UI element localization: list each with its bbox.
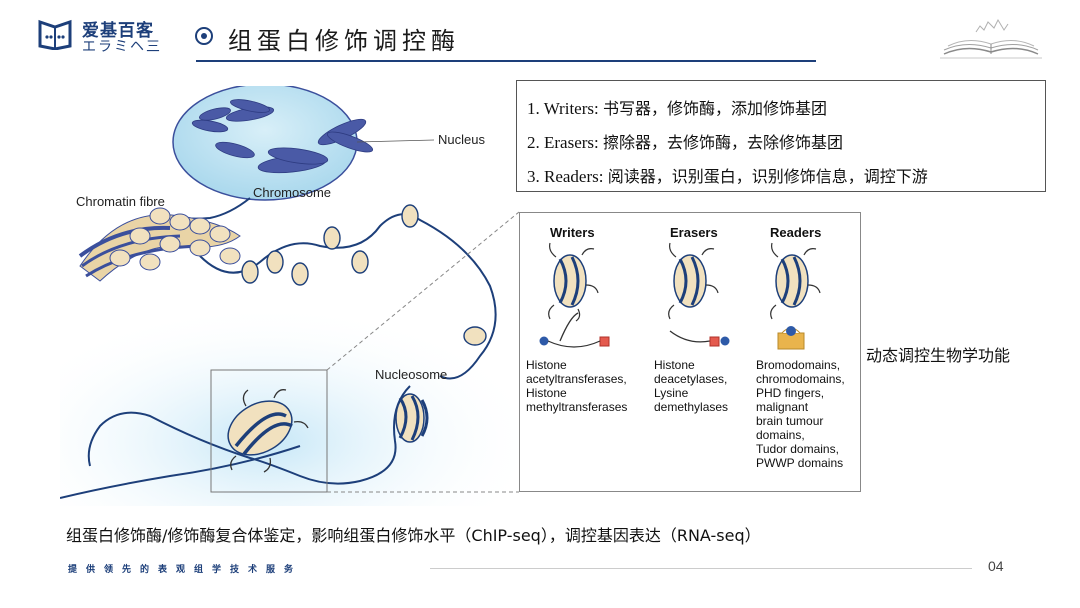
- logo-subtext: エラミヘ三: [82, 39, 162, 55]
- chromatin-fibre-label: Chromatin fibre: [76, 194, 165, 209]
- readers-desc-line: brain tumour: [756, 414, 824, 428]
- writers-nucleosome-icon: [539, 242, 610, 348]
- logo-book-icon: [38, 19, 72, 50]
- bottom-caption: 组蛋白修饰酶/修饰酶复合体鉴定，影响组蛋白修饰水平（ChIP-seq），调控基因…: [66, 526, 761, 545]
- readers-desc-line: domains,: [756, 428, 805, 442]
- title-underline: [196, 60, 816, 62]
- dynamic-regulation-label: 动态调控生物学功能: [866, 346, 1011, 365]
- readers-nucleosome-icon: [770, 242, 821, 350]
- erasers-desc-line: deacetylases,: [654, 372, 728, 386]
- nucleosome-beads: [241, 204, 487, 346]
- erasers-definition: 2. Erasers: 擦除器，去修饰酶，去除修饰基团: [527, 129, 843, 153]
- readers-desc-line: chromodomains,: [756, 372, 845, 386]
- erasers-desc: 擦除器，去修饰酶，去除修饰基团: [603, 133, 844, 152]
- erasers-term: 2. Erasers:: [527, 133, 599, 152]
- dna-strand: [60, 197, 497, 499]
- nucleosome-large: [227, 389, 309, 473]
- readers-heading: Readers: [770, 225, 822, 240]
- open-book-decoration-icon: [940, 18, 1042, 59]
- writers-description: Histone acetyltransferases, Histone meth…: [526, 358, 627, 414]
- readers-description: Bromodomains, chromodomains, PHD fingers…: [756, 358, 845, 470]
- readers-desc-line: malignant: [756, 400, 809, 414]
- page-title: 组蛋白修饰调控酶: [228, 27, 460, 55]
- readers-desc: 阅读器，识别蛋白，识别修饰信息，调控下游: [607, 167, 928, 186]
- writers-heading: Writers: [550, 225, 595, 240]
- chromatin-diagram: Chromosome Nucleus Chromatin fibre Nucle…: [60, 86, 520, 506]
- chromosome-label: Chromosome: [253, 185, 331, 200]
- readers-term: 3. Readers:: [527, 167, 604, 186]
- writers-definition: 1. Writers: 书写器，修饰酶，添加修饰基团: [527, 95, 827, 119]
- erasers-desc-line: Histone: [654, 358, 695, 372]
- footer-divider: [430, 568, 972, 569]
- nucleus-label: Nucleus: [438, 132, 485, 147]
- readers-desc-line: Tudor domains,: [756, 442, 839, 456]
- erasers-desc-line: Lysine: [654, 386, 689, 400]
- erasers-nucleosome-icon: [668, 242, 730, 347]
- writers-desc: 书写器，修饰酶，添加修饰基团: [602, 99, 827, 118]
- chromosomes: [191, 99, 374, 174]
- erasers-desc-line: demethylases: [654, 400, 729, 414]
- writers-desc-line: Histone: [526, 358, 567, 372]
- erasers-description: Histone deacetylases, Lysine demethylase…: [654, 358, 728, 414]
- page-number: 04: [988, 558, 1004, 574]
- logo-text: 爱基百客: [82, 21, 154, 41]
- readers-definition: 3. Readers: 阅读器，识别蛋白，识别修饰信息，调控下游: [527, 163, 928, 187]
- nucleosome-label: Nucleosome: [375, 367, 447, 382]
- writers-desc-line: Histone: [526, 386, 567, 400]
- title-bullet-icon: [195, 27, 213, 45]
- zoom-frame: [210, 369, 328, 493]
- writers-term: 1. Writers:: [527, 99, 599, 118]
- company-logo: 爱基百客 エラミヘ三: [38, 14, 188, 58]
- enzyme-definition-box: 1. Writers: 书写器，修饰酶，添加修饰基团 2. Erasers: 擦…: [516, 80, 1046, 192]
- erasers-heading: Erasers: [670, 225, 718, 240]
- enzyme-panel: Writers Erasers Readers: [519, 212, 861, 492]
- nucleosome-medium: [395, 393, 429, 443]
- readers-desc-line: PHD fingers,: [756, 386, 825, 400]
- writers-desc-line: methyltransferases: [526, 400, 628, 414]
- chromatin-fibre-coil: [78, 207, 241, 282]
- readers-desc-line: PWWP domains: [756, 456, 844, 470]
- footer-slogan: 提供领先的表观组学技术服务: [68, 565, 303, 575]
- writers-desc-line: acetyltransferases,: [526, 372, 627, 386]
- readers-desc-line: Bromodomains,: [756, 358, 841, 372]
- enzyme-illustrations: [539, 242, 821, 350]
